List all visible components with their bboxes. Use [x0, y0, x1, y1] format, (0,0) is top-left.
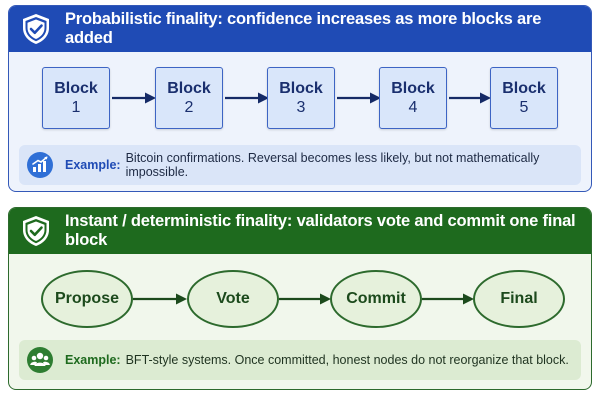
block-label: Block [167, 80, 211, 97]
instant-example: Example: BFT-style systems. Once committ… [19, 340, 581, 380]
block-number: 4 [408, 99, 418, 116]
step-propose: Propose [41, 270, 133, 328]
block-number: 1 [71, 99, 81, 116]
example-text: BFT-style systems. Once committed, hones… [125, 353, 569, 367]
block-1: Block 1 [42, 67, 110, 129]
probabilistic-title: Probabilistic finality: confidence incre… [65, 10, 542, 47]
arrow-right-icon [133, 293, 187, 305]
arrow-right-icon [449, 92, 491, 104]
instant-header: Instant / deterministic finality: valida… [9, 208, 591, 254]
arrow-right-icon [112, 92, 156, 104]
example-label: Example: [65, 158, 121, 172]
step-vote: Vote [187, 270, 279, 328]
block-number: 3 [296, 99, 306, 116]
probabilistic-header: Probabilistic finality: confidence incre… [9, 6, 591, 52]
block-2: Block 2 [155, 67, 223, 129]
shield-check-icon [23, 216, 49, 246]
arrow-right-icon [225, 92, 269, 104]
example-text: Bitcoin confirmations. Reversal becomes … [125, 151, 540, 179]
instant-title: Instant / deterministic finality: valida… [65, 212, 576, 249]
block-label: Block [54, 80, 98, 97]
group-users-icon [27, 347, 53, 373]
example-label: Example: [65, 353, 121, 367]
block-label: Block [502, 80, 546, 97]
block-label: Block [279, 80, 323, 97]
step-label: Propose [54, 290, 119, 307]
arrow-right-icon [279, 293, 331, 305]
block-3: Block 3 [267, 67, 335, 129]
step-label: Vote [216, 290, 250, 307]
block-5: Block 5 [490, 67, 558, 129]
block-chain: Block 1 Block 2 Block 3 Block 4 [9, 52, 591, 136]
arrow-right-icon [422, 293, 474, 305]
arrow-right-icon [337, 92, 381, 104]
step-commit: Commit [330, 270, 422, 328]
block-label: Block [391, 80, 435, 97]
block-4: Block 4 [379, 67, 447, 129]
consensus-flow: Propose Vote Commit Final [9, 254, 591, 338]
step-final: Final [473, 270, 565, 328]
probabilistic-example: Example: Bitcoin confirmations. Reversal… [19, 145, 581, 185]
block-number: 2 [184, 99, 194, 116]
instant-finality-panel: Instant / deterministic finality: valida… [8, 207, 592, 390]
block-number: 5 [519, 99, 529, 116]
step-label: Commit [346, 290, 406, 307]
probabilistic-finality-panel: Probabilistic finality: confidence incre… [8, 5, 592, 192]
step-label: Final [500, 290, 538, 307]
shield-check-icon [23, 14, 49, 44]
bar-chart-trend-icon [27, 152, 53, 178]
